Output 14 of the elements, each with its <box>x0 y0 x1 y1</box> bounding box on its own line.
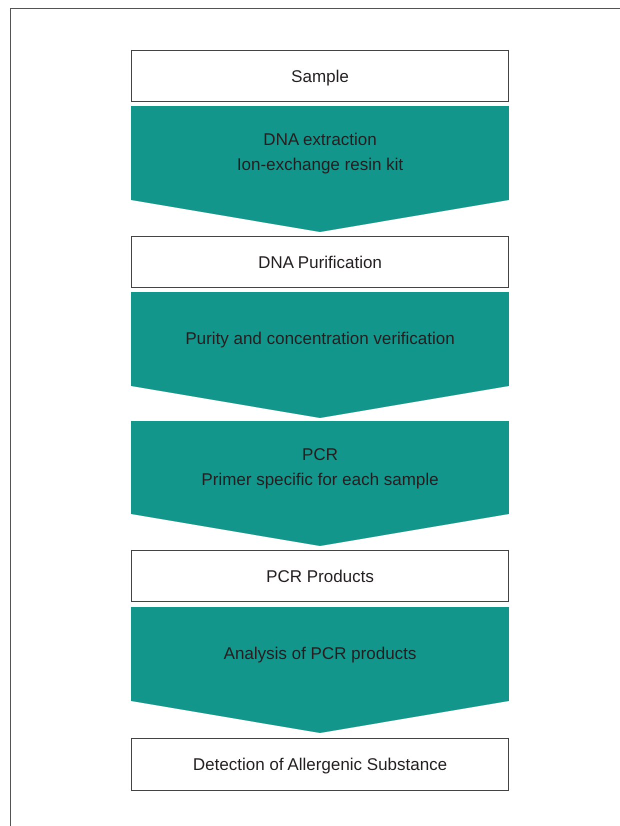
step-label: DNA extraction <box>263 130 377 149</box>
step-label: Primer specific for each sample <box>201 470 439 488</box>
step-label: Detection of Allergenic Substance <box>192 755 448 774</box>
step-label: Ion-exchange resin kit <box>236 155 404 174</box>
step-label: PCR Products <box>266 566 374 586</box>
process-box <box>131 550 509 602</box>
step-label: Analysis of PCR products <box>224 644 416 662</box>
step-label: PCR <box>302 444 338 464</box>
step-label: Purity and concentration verification <box>185 328 455 348</box>
process-box <box>131 738 509 791</box>
process-box <box>131 50 509 102</box>
step-label: DNA Purification <box>258 252 382 272</box>
process-box <box>131 236 509 288</box>
step-label: Sample <box>291 66 349 86</box>
